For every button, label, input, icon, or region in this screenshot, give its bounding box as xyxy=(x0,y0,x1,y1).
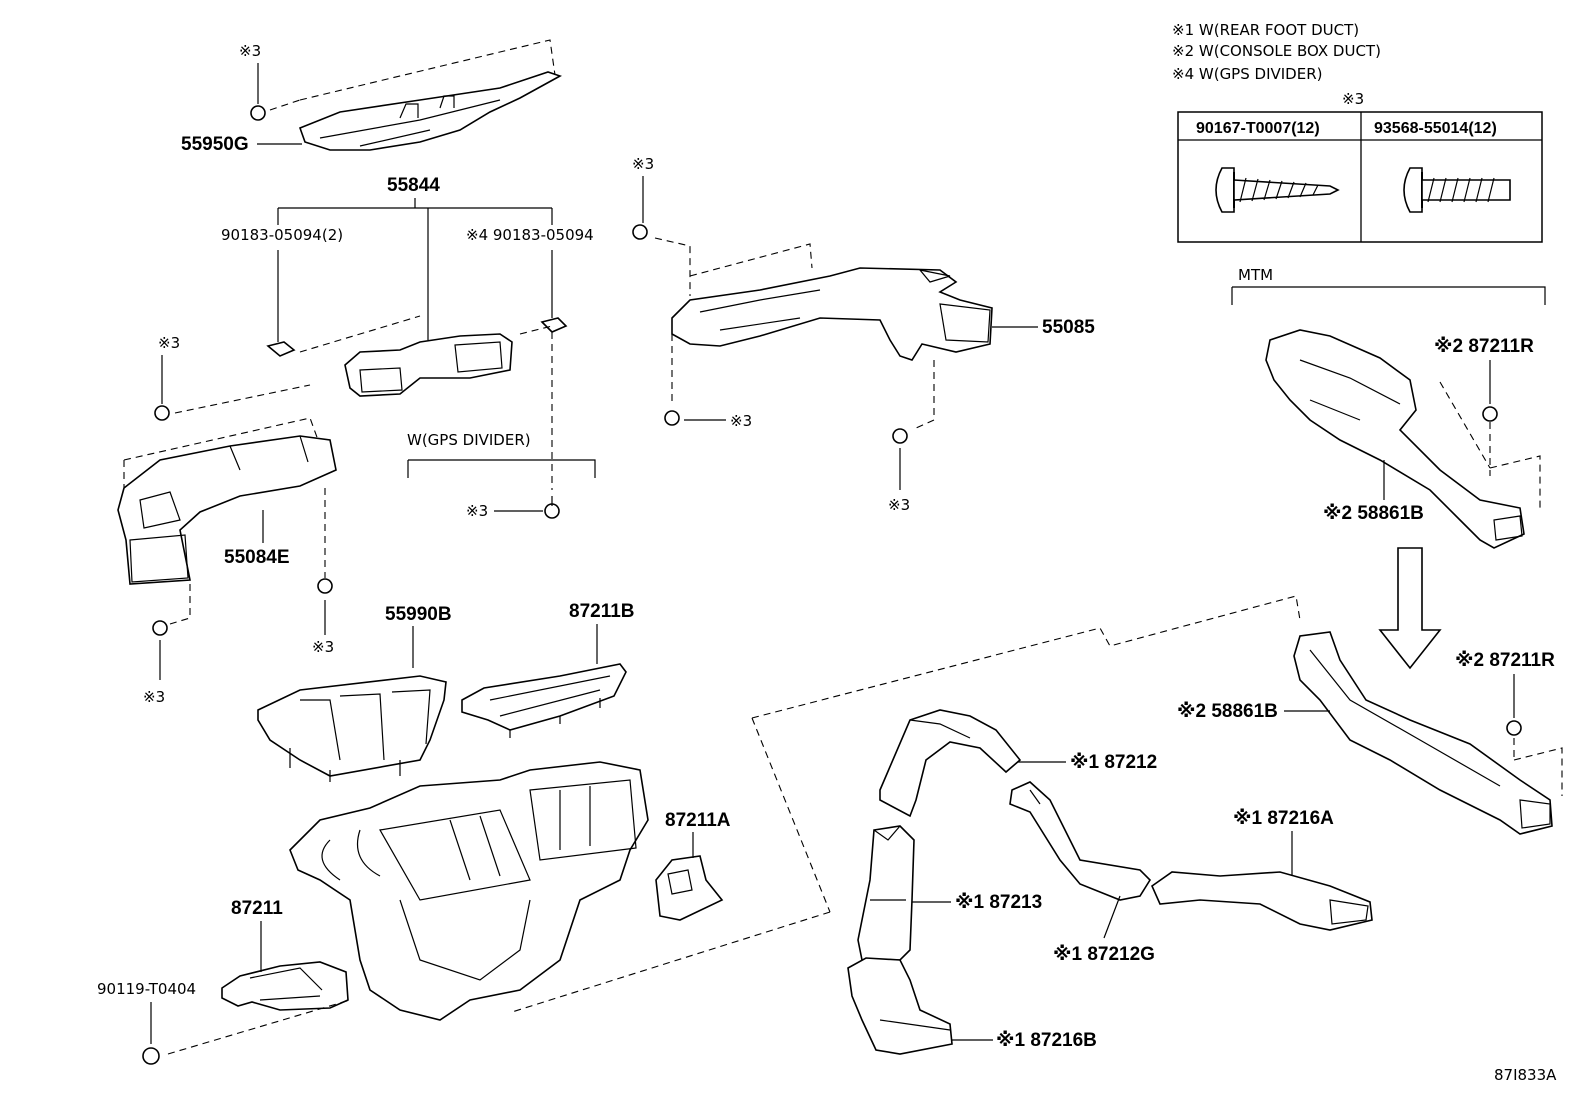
label-87211A: 87211A xyxy=(665,810,731,831)
mtm-bracket xyxy=(1231,286,1546,305)
mtm-label: MTM xyxy=(1238,266,1273,284)
part-55844 xyxy=(344,333,513,397)
part-87213 xyxy=(857,825,915,961)
screw-icon xyxy=(154,405,170,421)
label-87211R-lower: ※2 87211R xyxy=(1455,650,1555,671)
part-87211 xyxy=(221,961,349,1011)
bolt-table-mark: ※3 xyxy=(1342,90,1364,108)
part-hvac-unit xyxy=(289,761,649,1021)
note-4: ※4 W(GPS DIVIDER) xyxy=(1172,65,1322,83)
screw-icon xyxy=(664,410,680,426)
label-87213: ※1 87213 xyxy=(955,892,1042,913)
part-58861B-upper xyxy=(1265,329,1525,549)
clip-nut-icon xyxy=(540,317,568,333)
part-87216B xyxy=(847,957,953,1055)
screw-icon xyxy=(632,224,648,240)
down-arrow-icon xyxy=(1378,547,1442,670)
clip-icon xyxy=(1482,406,1498,422)
mark3-55084E-bot: ※3 xyxy=(143,688,165,706)
clip-icon xyxy=(1506,720,1522,736)
part-55084E xyxy=(117,435,337,585)
label-87211: 87211 xyxy=(231,898,283,919)
label-55084E: 55084E xyxy=(224,547,290,568)
part-87211A xyxy=(655,855,724,921)
mark3-55085-right: ※3 xyxy=(888,496,910,514)
note-1: ※1 W(REAR FOOT DUCT) xyxy=(1172,21,1359,39)
mark3-gps: ※3 xyxy=(466,502,488,520)
label-87211R-upper: ※2 87211R xyxy=(1434,336,1534,357)
label-58861B-upper: ※2 58861B xyxy=(1323,503,1424,524)
label-87212: ※1 87212 xyxy=(1070,752,1157,773)
screw-icon xyxy=(250,105,266,121)
label-87211B: 87211B xyxy=(569,601,635,622)
screw-icon xyxy=(152,620,168,636)
screw-icon xyxy=(317,578,333,594)
mark3-55085-top: ※3 xyxy=(632,155,654,173)
part-87211B xyxy=(461,663,627,738)
rear-duct-group-boundary xyxy=(751,595,1301,913)
screw-icon xyxy=(142,1047,160,1065)
part-87212G xyxy=(1009,781,1152,901)
bolt-table-col2: 93568-55014(12) xyxy=(1374,120,1497,137)
mark3-55084E-top: ※3 xyxy=(158,334,180,352)
screw-icon xyxy=(544,503,560,519)
gps-divider-bracket xyxy=(407,459,596,478)
gps-divider-label: W(GPS DIVIDER) xyxy=(407,431,531,449)
label-90183-b: ※4 90183-05094 xyxy=(466,226,594,244)
figure-code: 87I833A xyxy=(1494,1066,1557,1084)
screw-93568-icon xyxy=(1403,167,1511,213)
part-55950G xyxy=(298,71,562,151)
part-55990B xyxy=(257,675,447,782)
screw-icon xyxy=(892,428,908,444)
mark3-55084E-mid: ※3 xyxy=(312,638,334,656)
label-87212G: ※1 87212G xyxy=(1053,944,1155,965)
note-2: ※2 W(CONSOLE BOX DUCT) xyxy=(1172,42,1381,60)
label-87216A: ※1 87216A xyxy=(1233,808,1334,829)
bolt-table: ※3 90167-T0007(12) 93568-55014(12) xyxy=(1177,90,1543,243)
bolt-table-col1: 90167-T0007(12) xyxy=(1196,120,1320,137)
part-55085 xyxy=(671,267,993,361)
label-90119: 90119-T0404 xyxy=(97,980,196,998)
label-55950G: 55950G xyxy=(181,134,249,155)
part-87212 xyxy=(879,709,1022,818)
label-55085: 55085 xyxy=(1042,317,1095,338)
clip-nut-icon xyxy=(266,341,296,357)
mark3-55085-left: ※3 xyxy=(730,412,752,430)
label-55990B: 55990B xyxy=(385,604,452,625)
label-90183-a: 90183-05094(2) xyxy=(221,226,343,244)
label-55844: 55844 xyxy=(387,175,440,196)
label-87216B: ※1 87216B xyxy=(996,1030,1097,1051)
label-58861B-lower: ※2 58861B xyxy=(1177,701,1278,722)
screw-90167-icon xyxy=(1215,167,1340,213)
mark3-55950G: ※3 xyxy=(239,42,261,60)
part-58861B-lower xyxy=(1293,631,1553,835)
part-87216A xyxy=(1151,871,1373,931)
